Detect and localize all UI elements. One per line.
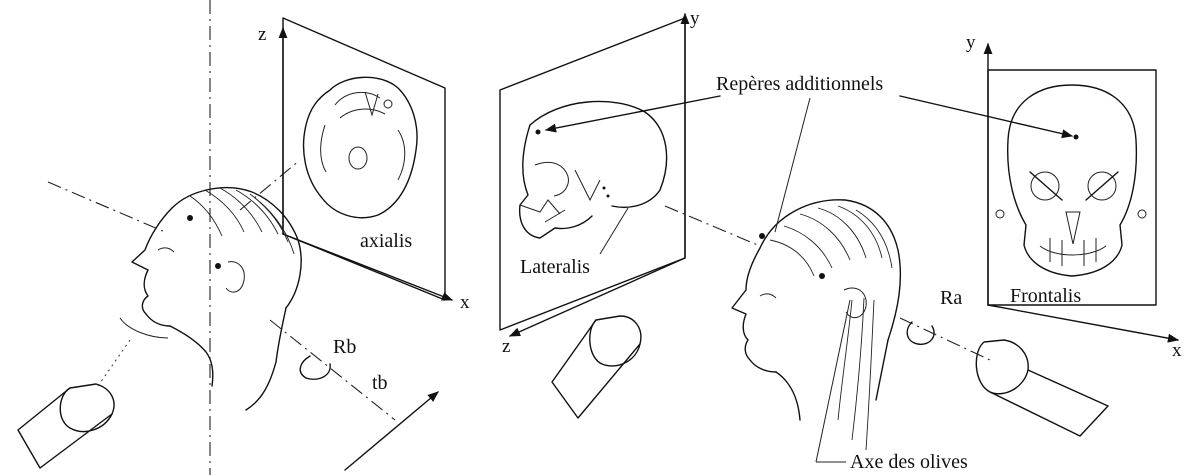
x-axis-arrow bbox=[988, 305, 1178, 340]
axial-skull-sketch bbox=[304, 77, 417, 217]
projection-line bbox=[665, 206, 760, 246]
frontalis-label: Frontalis bbox=[1010, 285, 1081, 307]
axis-y-label: y bbox=[690, 8, 700, 29]
left-panel: z x axialis bbox=[18, 0, 470, 475]
reperes-additionnels-label: Repères additionnels bbox=[716, 73, 883, 95]
middle-panel: y z Lateralis bbox=[500, 8, 760, 418]
axis-z-label: z bbox=[258, 24, 266, 45]
marker-dot bbox=[187, 215, 193, 221]
right-head-sketch bbox=[732, 200, 900, 450]
rotation-rb-icon bbox=[300, 356, 330, 379]
marker-dot bbox=[819, 273, 825, 279]
rotation-rb-label: Rb bbox=[333, 336, 356, 358]
reperes-arrow-lateral bbox=[546, 96, 720, 130]
lateralis-leader bbox=[600, 208, 628, 254]
marker-dot bbox=[759, 233, 765, 239]
translation-tb-label: tb bbox=[372, 372, 388, 394]
marker-dot bbox=[215, 263, 221, 269]
axialis-plane bbox=[283, 18, 445, 300]
annotations: Repères additionnels Axe des olives bbox=[546, 73, 1072, 473]
translation-arrow bbox=[345, 392, 438, 470]
axe-olives-leader bbox=[816, 300, 850, 462]
left-head-sketch bbox=[120, 188, 301, 410]
rotation-ra-label: Ra bbox=[940, 287, 962, 309]
lateralis-plane bbox=[500, 18, 685, 330]
axe-des-olives-label: Axe des olives bbox=[850, 451, 968, 473]
axis-x-label: x bbox=[1172, 340, 1182, 361]
axialis-label: axialis bbox=[360, 230, 412, 252]
axis-z-label: z bbox=[502, 336, 510, 357]
lateral-skull-sketch bbox=[520, 101, 667, 238]
axis-y-label: y bbox=[966, 32, 976, 53]
reperes-arrow-frontal bbox=[900, 96, 1072, 136]
right-camera-cone bbox=[976, 340, 1108, 436]
middle-camera-cone bbox=[552, 316, 641, 418]
axis-x-label: x bbox=[460, 292, 470, 313]
ear-axis-line bbox=[900, 318, 990, 360]
left-camera-cone bbox=[18, 340, 130, 468]
frontal-skull-sketch bbox=[996, 85, 1146, 276]
rotation-axis-line bbox=[270, 320, 395, 420]
lateralis-label: Lateralis bbox=[520, 256, 590, 278]
frontalis-plane bbox=[988, 70, 1156, 305]
gaze-axis-line bbox=[48, 182, 165, 232]
rotation-ra-icon bbox=[907, 322, 934, 344]
